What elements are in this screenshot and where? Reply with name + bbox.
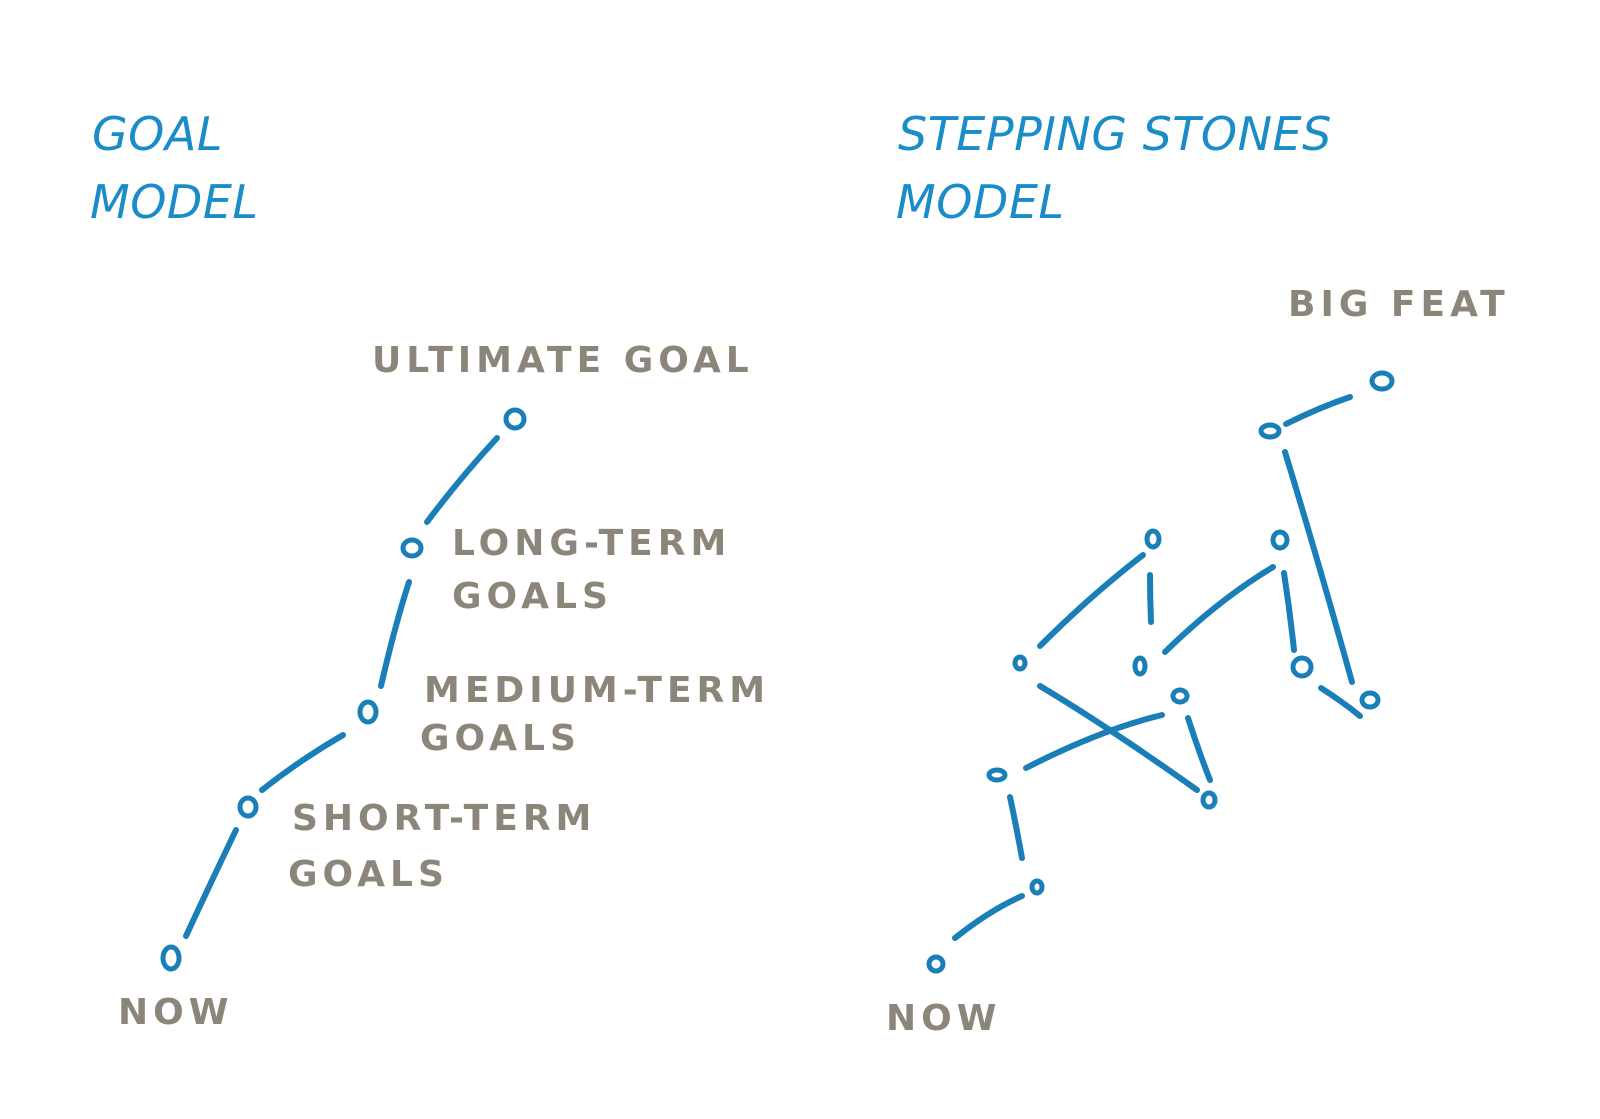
ss-edge-s9-to-s10 bbox=[1318, 685, 1363, 719]
ss-node-10 bbox=[1359, 690, 1381, 710]
edge-short-to-medium bbox=[259, 732, 346, 793]
edge-medium-to-long bbox=[378, 579, 412, 689]
label-now-right: NOW bbox=[886, 998, 1001, 1039]
label-long-term-line2: GOALS bbox=[452, 576, 613, 617]
stepping-stones-edges bbox=[952, 394, 1363, 941]
stepping-stones-title-line2: MODEL bbox=[896, 175, 1065, 229]
ss-edge-s6-to-s7 bbox=[1147, 572, 1154, 625]
ss-node-6 bbox=[1144, 528, 1162, 550]
ss-node-11 bbox=[1258, 422, 1282, 440]
label-big-feat: BIG FEAT bbox=[1288, 284, 1510, 325]
ss-edge-s7-to-s8 bbox=[1162, 564, 1276, 655]
ss-node-5 bbox=[1012, 654, 1028, 672]
goal-model-edges bbox=[183, 435, 500, 939]
edge-now-to-short bbox=[183, 827, 239, 939]
label-long-term-line1: LONG-TERM bbox=[452, 523, 731, 564]
goal-model-nodes bbox=[160, 407, 527, 972]
stepping-stones-nodes bbox=[926, 370, 1395, 974]
label-medium-term-line1: MEDIUM-TERM bbox=[424, 670, 770, 711]
ss-edge-s4-to-s5 bbox=[1037, 683, 1200, 793]
goal-model-title-line1: GOAL bbox=[92, 107, 223, 161]
node-long-term bbox=[400, 537, 424, 559]
node-ultimate-goal bbox=[503, 407, 527, 431]
ss-node-2 bbox=[986, 767, 1008, 783]
ss-edge-s10-to-s11 bbox=[1282, 449, 1355, 685]
ss-node-now bbox=[926, 954, 946, 974]
node-medium-term bbox=[357, 699, 379, 725]
ss-edge-s11-to-bigfeat bbox=[1283, 394, 1353, 427]
node-short-term bbox=[237, 795, 259, 819]
ss-edge-s2-to-s3 bbox=[1023, 712, 1165, 771]
ss-edge-s8-to-s9 bbox=[1281, 570, 1297, 653]
ss-node-4 bbox=[1200, 790, 1218, 810]
ss-node-8 bbox=[1270, 529, 1290, 551]
ss-node-9 bbox=[1290, 655, 1314, 679]
label-short-term-line1: SHORT-TERM bbox=[292, 798, 596, 839]
edge-long-to-ultimate bbox=[424, 435, 500, 525]
ss-edge-s5-to-s6 bbox=[1037, 552, 1146, 649]
label-short-term-line2: GOALS bbox=[288, 854, 449, 895]
ss-edge-s3-to-s4 bbox=[1185, 715, 1213, 783]
stepping-stones-model: STEPPING STONES MODEL bbox=[886, 107, 1510, 1039]
ss-node-7 bbox=[1132, 655, 1148, 677]
label-ultimate-goal: ULTIMATE GOAL bbox=[372, 340, 754, 381]
ss-edge-now-to-s1 bbox=[952, 893, 1025, 941]
goal-model-title-line2: MODEL bbox=[90, 175, 259, 229]
label-now-left: NOW bbox=[118, 992, 233, 1033]
ss-edge-s1-to-s2 bbox=[1007, 794, 1025, 861]
goal-model: GOAL MODEL ULTIMATE GOAL LONG-TERM GOALS bbox=[90, 107, 770, 1033]
ss-node-1 bbox=[1029, 878, 1045, 896]
stepping-stones-title-line1: STEPPING STONES bbox=[898, 107, 1332, 161]
label-medium-term-line2: GOALS bbox=[420, 718, 581, 759]
ss-node-3 bbox=[1170, 687, 1190, 705]
ss-node-big-feat bbox=[1369, 370, 1395, 392]
node-now bbox=[160, 944, 182, 972]
